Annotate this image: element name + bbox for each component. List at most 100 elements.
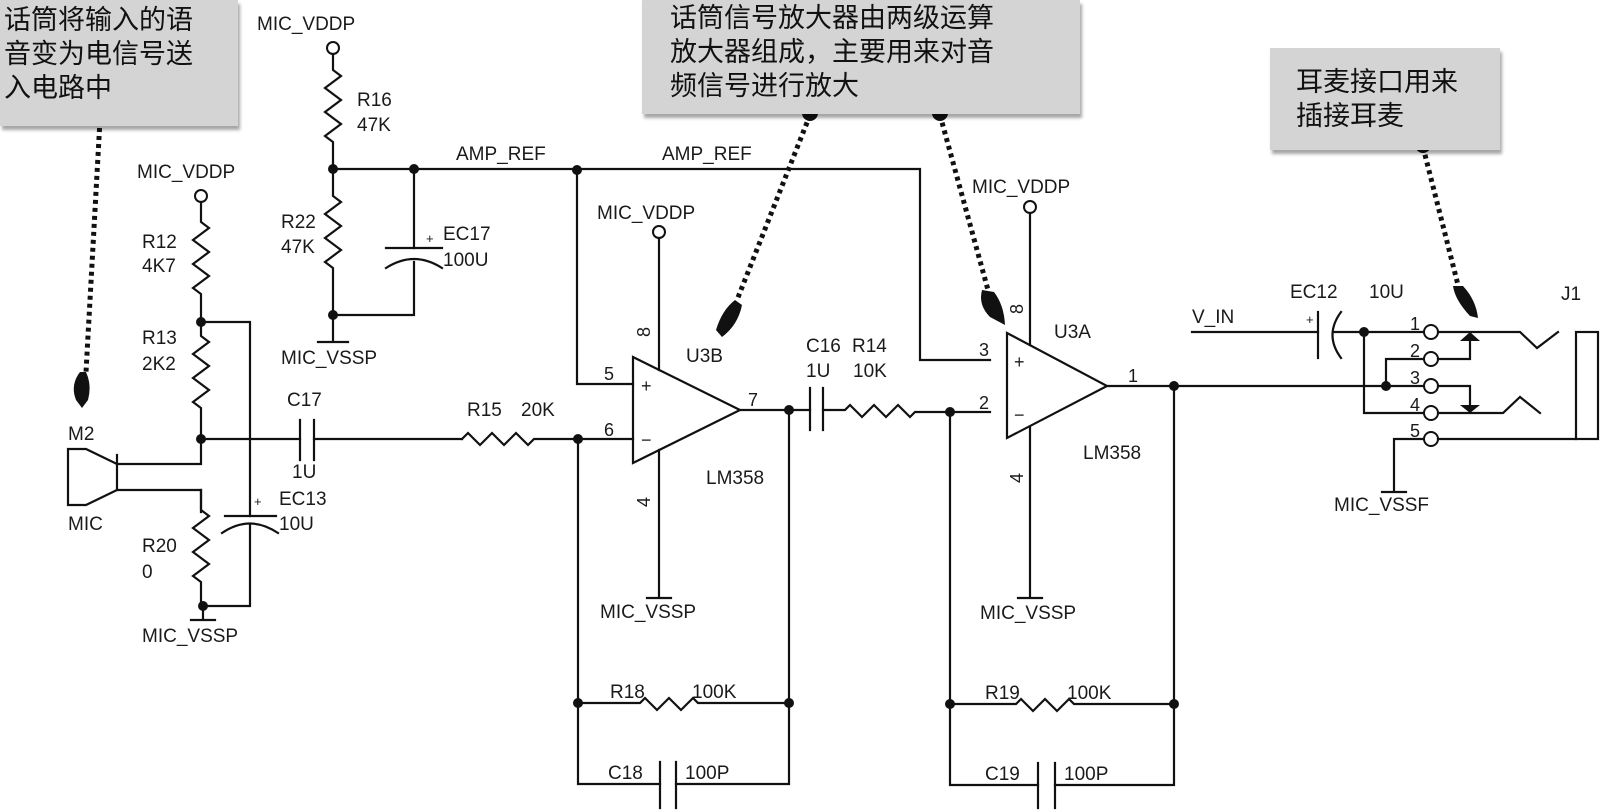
capacitor-c17 — [298, 418, 316, 462]
wire — [1436, 338, 1472, 361]
ground-port-vssp-jack — [1380, 437, 1425, 494]
r22-ref: R22 — [281, 212, 316, 233]
ground-port-vssp-r22 — [316, 313, 350, 344]
r12-value: 4K7 — [142, 256, 176, 277]
capacitor-c16 — [808, 386, 825, 432]
u3b-pin-6: 6 — [604, 420, 614, 440]
u3a-pin-4: 4 — [1007, 473, 1027, 483]
ec17-value: 100U — [443, 250, 488, 271]
j1-pin-1 — [1423, 324, 1439, 340]
r19-ref: R19 — [985, 683, 1020, 704]
leader-u3b — [734, 114, 813, 301]
u3a-ref: U3A — [1054, 322, 1091, 343]
mic-bias-network: MIC_VDDP R12 4K7 R13 2K2 M2 MIC R20 0 MI… — [66, 162, 464, 647]
c19-value: 100P — [1064, 764, 1108, 785]
wire — [1436, 384, 1472, 406]
r20-ref: R20 — [142, 536, 177, 557]
leader-mic — [83, 119, 103, 373]
power-port-vddp-u3a — [1023, 200, 1037, 214]
ec13-polarity: + — [254, 494, 262, 509]
u3b-pin-5: 5 — [604, 364, 614, 384]
power-port-vddp-r12 — [194, 189, 208, 203]
capacitor-c19 — [1036, 761, 1057, 810]
u3a-part: LM358 — [1083, 443, 1141, 464]
resistor-r14 — [821, 403, 992, 419]
j1-pin-4-label: 4 — [1410, 395, 1420, 415]
r15-value: 20K — [521, 400, 555, 421]
headset-jack: V_IN + EC12 10U MIC_VSSF 1 2 3 4 5 J1 — [1190, 282, 1600, 516]
u3b-plus: + — [641, 376, 652, 396]
jack-tip-contact — [1436, 330, 1560, 350]
amp-ref-wire — [331, 167, 992, 362]
u3b-pin-7: 7 — [748, 390, 758, 410]
r18-ref: R18 — [610, 682, 645, 703]
pointing-hand-icon — [716, 300, 742, 337]
ground-port-vssp-u3a — [1016, 425, 1044, 600]
wire — [1362, 330, 1425, 415]
ec13-ref: EC13 — [279, 489, 327, 510]
opamp-u3b — [631, 355, 743, 465]
j1-pin-2-label: 2 — [1410, 341, 1420, 361]
feedback-wire-u3a — [948, 384, 1176, 787]
u3a-minus: − — [1014, 405, 1025, 425]
power-port-vddp-r16 — [326, 41, 340, 55]
net-label-amp-ref-2: AMP_REF — [662, 144, 752, 165]
ec13-value: 10U — [279, 514, 314, 535]
j1-pin-5 — [1423, 431, 1439, 447]
jack-ring-contact — [1436, 395, 1542, 415]
resistor-r16 — [323, 52, 343, 170]
u3b-pin-4: 4 — [634, 497, 654, 507]
net-label-vddp-u3a: MIC_VDDP — [972, 177, 1070, 198]
r15-ref: R15 — [467, 400, 502, 421]
j1-pin-3-label: 3 — [1410, 368, 1420, 388]
annotation-jack-text: 耳麦接口用来 插接耳麦 — [1296, 67, 1458, 132]
j1-pin-2 — [1423, 351, 1439, 367]
annotation-mic-text: 话筒将输入的语 音变为电信号送 入电路中 — [4, 5, 193, 104]
jack-body — [1574, 330, 1600, 441]
m2-ref: M2 — [68, 424, 94, 445]
wire — [201, 523, 252, 608]
u3b-part: LM358 — [706, 468, 764, 489]
r20-value: 0 — [142, 562, 153, 583]
j1-pin-4 — [1423, 405, 1439, 421]
r14-value: 10K — [853, 361, 887, 382]
net-label-vddp-r16: MIC_VDDP — [257, 14, 355, 35]
leader-jack — [1420, 146, 1461, 286]
c17-value: 1U — [292, 462, 316, 483]
net-label-vssp-r22: MIC_VSSP — [281, 348, 377, 369]
u3b-minus: − — [641, 430, 652, 450]
pointing-hand-icon — [73, 372, 90, 408]
u3a-pin-2: 2 — [979, 393, 989, 413]
c18-value: 100P — [685, 763, 729, 784]
net-label-v-in: V_IN — [1192, 307, 1234, 328]
wire — [1384, 357, 1425, 388]
u3a-pin-8: 8 — [1007, 304, 1027, 314]
r13-ref: R13 — [142, 328, 177, 349]
c19-ref: C19 — [985, 764, 1020, 785]
u3a-pin-3: 3 — [979, 340, 989, 360]
net-label-vssp-r20: MIC_VSSP — [142, 626, 238, 647]
resistor-r19 — [948, 697, 1176, 713]
u3a-plus: + — [1014, 352, 1025, 372]
ground-port-vssp-u3b — [645, 448, 673, 600]
stage1-u3b: R15 20K 5 6 + − U3B LM358 MIC_VDDP 8 4 M… — [460, 168, 812, 810]
resistor-r22 — [323, 167, 343, 317]
opamp-u3a — [1005, 331, 1110, 440]
ec17-ref: EC17 — [443, 224, 491, 245]
j1-pin-5-label: 5 — [1410, 421, 1420, 441]
annotation-amplifier-text: 话筒信号放大器由两级运算 放大器组成，主要用来对音 频信号进行放大 — [670, 3, 994, 102]
net-label-vssp-u3b: MIC_VSSP — [600, 602, 696, 623]
ground-port-vssp-r20 — [189, 604, 217, 622]
u3b-ref: U3B — [686, 346, 723, 367]
resistor-r20 — [191, 488, 211, 608]
r12-ref: R12 — [142, 232, 177, 253]
net-label-vssp-u3a: MIC_VSSP — [980, 603, 1076, 624]
wire — [331, 260, 416, 317]
wire — [199, 320, 252, 518]
u3a-pin-1: 1 — [1128, 366, 1138, 386]
feedback-wire-u3b — [576, 408, 791, 786]
annotation-amplifier: 话筒信号放大器由两级运算 放大器组成，主要用来对音 频信号进行放大 — [642, 0, 1080, 114]
pointing-hand-icon — [981, 290, 1005, 325]
ec12-ref: EC12 — [1290, 282, 1338, 303]
ec17-polarity: + — [426, 231, 434, 246]
